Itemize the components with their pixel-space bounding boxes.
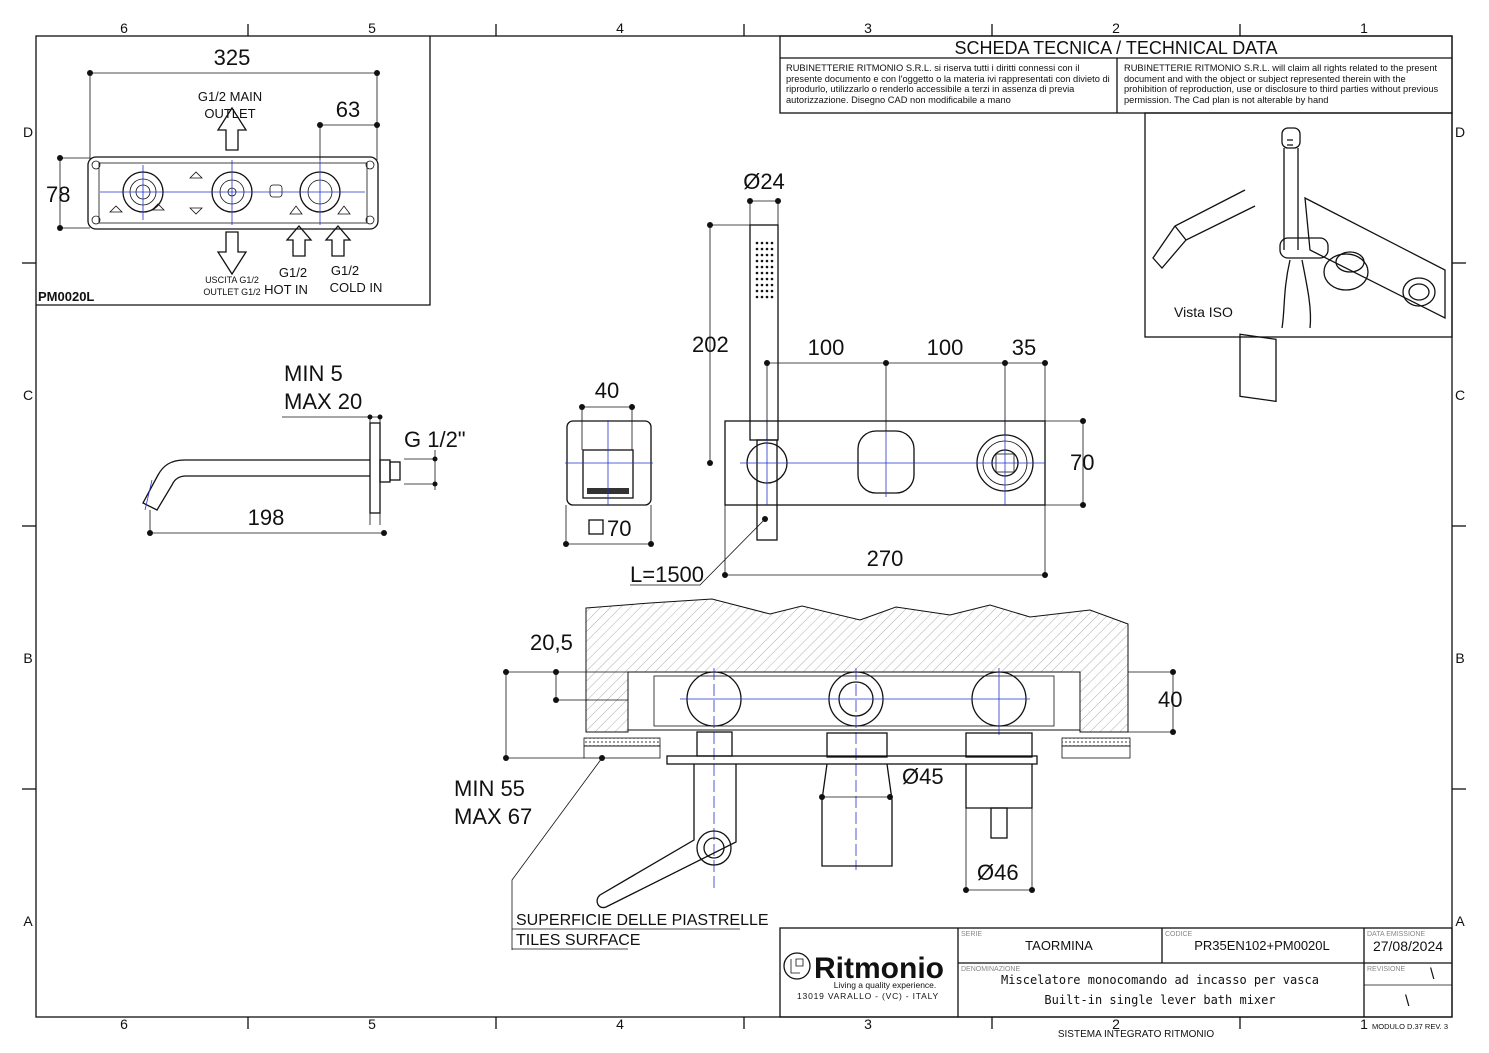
spout-min: MIN 5: [284, 361, 343, 386]
row-label: C: [1455, 387, 1465, 403]
section-depth: 40: [1158, 687, 1182, 712]
data-value: 27/08/2024: [1373, 938, 1443, 954]
row-label: B: [23, 650, 32, 666]
brand-address: 13019 VARALLO - (VC) - ITALY: [797, 991, 939, 1001]
spout-length: 198: [248, 505, 285, 530]
row-label: A: [1455, 913, 1465, 929]
rev-1: \: [1430, 966, 1435, 983]
col-label: 6: [120, 20, 128, 36]
front-d24: Ø24: [743, 169, 785, 194]
col-label: 4: [616, 1016, 624, 1032]
front-height: 70: [1070, 450, 1094, 475]
ritmonio-logo: [783, 952, 811, 980]
plate-top: 40: [595, 378, 619, 403]
spout-thread: G 1/2": [404, 427, 466, 452]
rights-text-it: RUBINETTERIE RITMONIO S.R.L. si riserva …: [786, 63, 1110, 105]
spout-max: MAX 20: [284, 389, 362, 414]
box-view: PM0020L 325 63 78 G1/2 MAIN OUTLET: [36, 36, 431, 306]
row-label: B: [1455, 650, 1464, 666]
label-cold: G1/2: [331, 263, 359, 278]
front-width: 270: [867, 546, 904, 571]
box-code: PM0020L: [38, 289, 94, 304]
dim-325: 325: [214, 45, 251, 70]
data-label: DATA EMISSIONE: [1367, 931, 1425, 938]
plate-view: 40 70: [563, 378, 654, 547]
label-hot: G1/2: [279, 265, 307, 280]
frame-labels: 6 5 4 3 2 1 6 5 4 3 2 1 D C B A D C B A: [23, 20, 1465, 1032]
label-main-outlet: G1/2 MAIN: [198, 89, 262, 104]
desc-it: Miscelatore monocomando ad incasso per v…: [1001, 973, 1319, 987]
label-main-outlet-2: OUTLET: [204, 106, 255, 121]
label-uscita: USCITA G1/2: [205, 275, 259, 285]
section-d46: Ø46: [977, 860, 1019, 885]
desc-en: Built-in single lever bath mixer: [1044, 993, 1275, 1007]
row-label: D: [23, 124, 33, 140]
label-hot-in: HOT IN: [264, 282, 308, 297]
footer-module: MODULO D.37 REV. 3: [1372, 1022, 1448, 1031]
front-d1: 100: [808, 335, 845, 360]
front-d3: 35: [1012, 335, 1036, 360]
plate-size: 70: [607, 516, 631, 541]
codice-label: CODICE: [1165, 931, 1193, 938]
col-label: 5: [368, 1016, 376, 1032]
footer-system: SISTEMA INTEGRATO RITMONIO: [1058, 1029, 1215, 1040]
serie-label: SERIE: [961, 931, 982, 938]
col-label: 4: [616, 20, 624, 36]
col-label: 3: [864, 20, 872, 36]
revisione-label: REVISIONE: [1367, 966, 1405, 973]
front-d2: 100: [927, 335, 964, 360]
title-block: Ritmonio Living a quality experience. 13…: [779, 927, 1453, 1018]
serie-value: TAORMINA: [1025, 938, 1093, 953]
section-min: MIN 55: [454, 776, 525, 801]
header-title: SCHEDA TECNICA / TECHNICAL DATA: [954, 38, 1277, 58]
col-label: 1: [1360, 20, 1368, 36]
rights-text-en: RUBINETTERIE RITMONIO S.R.L. will claim …: [1124, 63, 1439, 105]
section-surface-en: TILES SURFACE: [516, 932, 640, 949]
iso-label: Vista ISO: [1174, 304, 1233, 320]
section-max: MAX 67: [454, 804, 532, 829]
col-label: 6: [120, 1016, 128, 1032]
brand-name: Ritmonio: [814, 952, 944, 985]
col-label: 1: [1360, 1016, 1368, 1032]
row-label: A: [23, 913, 33, 929]
dim-63: 63: [336, 97, 360, 122]
rev-2: \: [1405, 993, 1410, 1010]
section-surface-it: SUPERFICIE DELLE PIASTRELLE: [516, 912, 769, 929]
codice-value: PR35EN102+PM0020L: [1194, 938, 1330, 953]
dim-78: 78: [46, 182, 70, 207]
front-hose: L=1500: [630, 562, 704, 587]
row-label: D: [1455, 124, 1465, 140]
front-view: Ø24 202: [630, 169, 1094, 587]
front-202: 202: [692, 332, 729, 357]
frame-ticks: [22, 24, 1466, 1029]
section-view: 20,5 MIN 55 MAX 67 40 Ø45 Ø46 SUPERFICIE…: [454, 598, 1182, 950]
spout-view: MIN 5 MAX 20 G 1/2" 198: [142, 361, 466, 536]
col-label: 3: [864, 1016, 872, 1032]
row-label: C: [23, 387, 33, 403]
brand-slogan: Living a quality experience.: [834, 980, 937, 990]
col-label: 5: [368, 20, 376, 36]
denominazione-label: DENOMINAZIONE: [961, 966, 1020, 973]
header-block: SCHEDA TECNICA / TECHNICAL DATA: [779, 35, 1453, 114]
label-uscita-2: OUTLET G1/2: [203, 287, 260, 297]
col-label: 2: [1112, 1016, 1120, 1032]
section-offset: 20,5: [530, 630, 573, 655]
section-d45: Ø45: [902, 764, 944, 789]
iso-view: Vista ISO: [1144, 112, 1453, 403]
col-label: 2: [1112, 20, 1120, 36]
label-cold-in: COLD IN: [330, 280, 383, 295]
